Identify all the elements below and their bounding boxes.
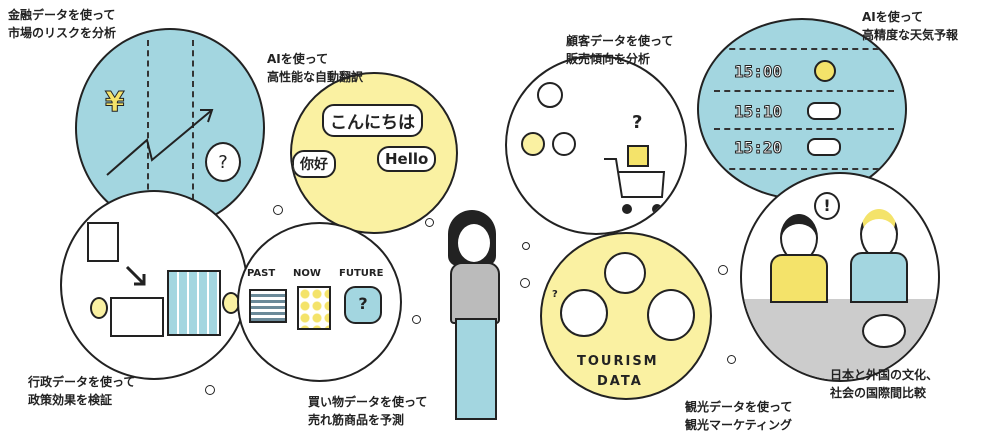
plate-icon [862,314,906,348]
chart-gridline [147,40,149,210]
thought-dot [425,218,434,227]
person-icon [552,132,576,156]
arrow-down-icon [125,265,146,286]
shirt-yellow [770,254,828,303]
label-government: 行政データを使って政策効果を検証 [28,373,135,409]
shopping-cart-icon [604,158,666,214]
label-line: 売れ筋商品を予測 [308,413,405,427]
label-line: 観光マーケティング [685,418,793,432]
box-icon [627,145,649,167]
yen-icon: ¥ [104,85,125,119]
tourism-bubble: ? TOURISM DATA [540,232,712,400]
sun-icon [814,60,836,82]
data-title: DATA [597,374,643,389]
guidebook-thought [647,289,695,341]
cloudy-icon [807,138,841,156]
girl-pants [455,318,497,420]
label-line: 社会の国際間比較 [830,386,927,400]
money-bag-icon: ? [205,142,241,182]
exclamation-mark: ! [823,196,831,215]
label-finance: 金融データを使って市場のリスクを分析 [8,6,116,42]
label-line: 日本と外国の文化、 [830,368,939,382]
thought-dot [205,385,215,395]
table-surface [742,299,938,380]
shirt-blue [850,252,908,303]
customer-bubble: ? [505,55,687,235]
shopping-bubble: PAST NOW FUTURE ? [237,222,402,382]
house-icon [110,297,164,337]
label-line: 販売傾向を分析 [566,52,651,66]
time-1: 15:00 [733,62,783,82]
time-2: 15:10 [733,102,783,122]
rising-arrow-icon [106,109,214,176]
speech-chinese: 你好 [292,150,336,178]
time-3: 15:20 [733,138,783,158]
divider [719,48,889,50]
label-past: PAST [247,268,276,279]
government-bubble [60,190,248,380]
label-now: NOW [293,268,321,279]
thought-dot [522,242,530,250]
thought-dot [273,205,283,215]
thought-dot [520,278,530,288]
label-line: 観光データを使って [685,400,793,414]
exclaim-bubble: ! [814,192,840,220]
label-tourism: 観光データを使って観光マーケティング [685,398,792,434]
label-line: 買い物データを使って [308,395,428,409]
divider [714,90,894,92]
mystery-burst-icon: ? [344,286,382,324]
label-weather: AIを使って高精度な天気予報 [862,8,958,44]
polka-dress-icon [297,286,331,330]
document-icon [87,222,119,262]
label-shopping: 買い物データを使って売れ筋商品を予測 [308,393,427,429]
label-line: 金融データを使って [8,8,116,22]
divider [719,168,889,170]
label-line: AIを使って [862,10,924,24]
label-line: 行政データを使って [28,375,136,389]
building-icon [167,270,221,336]
girl-face [456,222,492,264]
speech-english: Hello [377,146,437,172]
label-customer: 顧客データを使って販売傾向を分析 [566,32,673,68]
thought-dot [718,265,728,275]
tourism-title: TOURISM [577,354,659,369]
girl-shirt [450,262,500,324]
weather-bubble: 15:00 15:10 15:20 [697,18,907,200]
food-thought [560,289,608,337]
label-line: AIを使って [267,52,329,66]
question-mark: ? [218,152,228,173]
partly-cloudy-icon [807,102,841,120]
label-line: 政策効果を検証 [28,393,113,407]
translation-bubble: こんにちは 你好 Hello [290,72,458,234]
label-culture: 日本と外国の文化、社会の国際間比較 [830,366,938,402]
thought-dot [727,355,736,364]
label-line: 顧客データを使って [566,34,674,48]
speech-japanese: こんにちは [322,104,423,137]
culture-bubble: ! [740,172,940,382]
person-icon [521,132,545,156]
person-icon [537,82,563,108]
question-mark: ? [632,112,643,133]
label-translation: AIを使って高性能な自動翻訳 [267,50,363,86]
label-line: 高性能な自動翻訳 [267,70,364,84]
thought-dot [412,315,421,324]
divider [714,128,894,130]
question-mark: ? [358,294,368,313]
label-line: 高精度な天気予報 [862,28,959,42]
question-mark: ? [552,289,558,300]
label-line: 市場のリスクを分析 [8,26,117,40]
tree-icon [90,297,108,319]
striped-shirt-icon [249,289,287,323]
camera-thought [604,252,646,294]
label-future: FUTURE [339,268,384,279]
